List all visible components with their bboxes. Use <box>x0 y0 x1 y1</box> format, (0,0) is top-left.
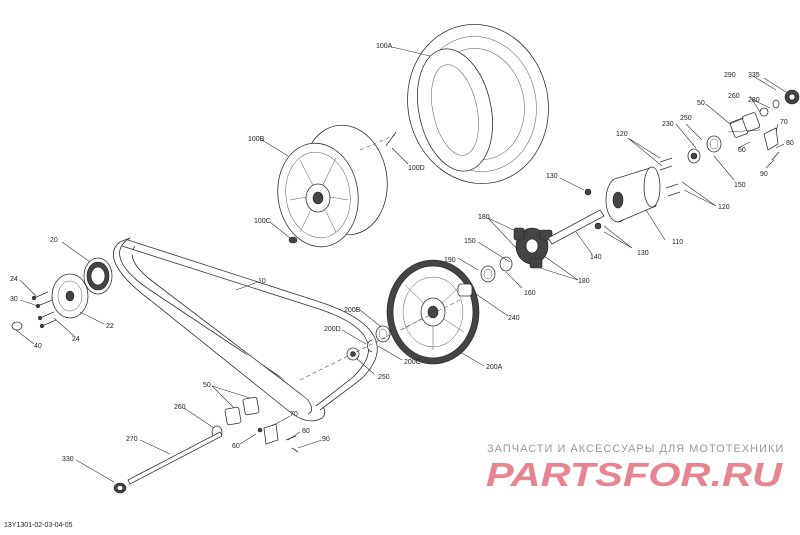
label-200B: 200B <box>344 307 361 314</box>
bolts-24-30 <box>11 291 57 331</box>
label-110: 110 <box>672 239 683 246</box>
label-200C: 200C <box>404 359 421 366</box>
diagram-code: 13Y1301-02-03-04-05 <box>4 522 73 529</box>
valve-stem <box>385 131 397 147</box>
label-140: 140 <box>590 254 602 261</box>
label-160: 160 <box>524 290 536 297</box>
rear-axle <box>113 431 223 494</box>
coupling-damper <box>513 227 553 269</box>
label-200A: 200A <box>486 364 503 371</box>
label-50: 50 <box>697 100 705 107</box>
bearings <box>687 135 722 164</box>
label-70: 70 <box>780 119 788 126</box>
watermark-logo: PARTSFOR.RU <box>486 457 783 491</box>
label-90: 90 <box>322 436 330 443</box>
tire <box>407 24 549 184</box>
label-130: 130 <box>637 250 649 257</box>
label-290: 290 <box>724 72 736 79</box>
label-60: 60 <box>738 147 746 154</box>
label-100D: 100D <box>408 165 425 172</box>
label-270: 270 <box>126 436 138 443</box>
label-10: 10 <box>258 278 266 285</box>
label-30: 30 <box>10 296 18 303</box>
label-120: 120 <box>718 204 730 211</box>
part-labels: 100A 100B 100C 100D 290 335 280 260 50 7… <box>10 43 794 463</box>
label-150: 150 <box>734 182 746 189</box>
rear-sprocket <box>386 259 480 365</box>
label-70: 70 <box>290 411 298 418</box>
spacers-200b-200d-250 <box>346 325 391 361</box>
label-100A: 100A <box>376 43 393 50</box>
label-130: 130 <box>546 173 558 180</box>
label-24: 24 <box>10 276 18 283</box>
front-sprocket <box>51 257 113 319</box>
label-150: 150 <box>464 238 476 245</box>
label-250: 250 <box>680 115 692 122</box>
leader-lines <box>15 46 787 483</box>
label-24: 24 <box>72 336 80 343</box>
label-260: 260 <box>728 93 740 100</box>
hub-housing <box>605 166 661 223</box>
watermark-logo-text: PARTSFOR.RU <box>486 457 783 491</box>
axle-shaft <box>547 209 605 245</box>
label-120: 120 <box>616 131 628 138</box>
label-190: 190 <box>444 257 456 264</box>
rim <box>277 124 388 248</box>
label-100B: 100B <box>248 136 265 143</box>
label-80: 80 <box>302 428 310 435</box>
label-40: 40 <box>34 343 42 350</box>
label-100C: 100C <box>254 218 271 225</box>
label-230: 230 <box>662 121 674 128</box>
eccentric-upper <box>729 89 800 161</box>
label-200D: 200D <box>324 326 341 333</box>
label-260: 260 <box>174 404 186 411</box>
bolts-120-130 <box>584 157 681 230</box>
label-180: 180 <box>478 214 490 221</box>
label-180: 180 <box>578 278 590 285</box>
label-335: 335 <box>748 72 760 79</box>
valve-nut <box>288 236 298 244</box>
label-250: 250 <box>378 374 390 381</box>
label-50: 50 <box>203 382 211 389</box>
watermark-tagline: ЗАПЧАСТИ И АКСЕССУАРЫ ДЛЯ МОТОТЕХНИКИ <box>487 443 785 455</box>
label-22: 22 <box>106 323 114 330</box>
label-80: 80 <box>786 140 794 147</box>
label-90: 90 <box>760 171 768 178</box>
label-280: 280 <box>748 97 760 104</box>
hub-spacers <box>457 256 513 297</box>
label-20: 20 <box>50 237 58 244</box>
label-60: 60 <box>232 443 240 450</box>
label-240: 240 <box>508 315 520 322</box>
label-330: 330 <box>62 456 74 463</box>
